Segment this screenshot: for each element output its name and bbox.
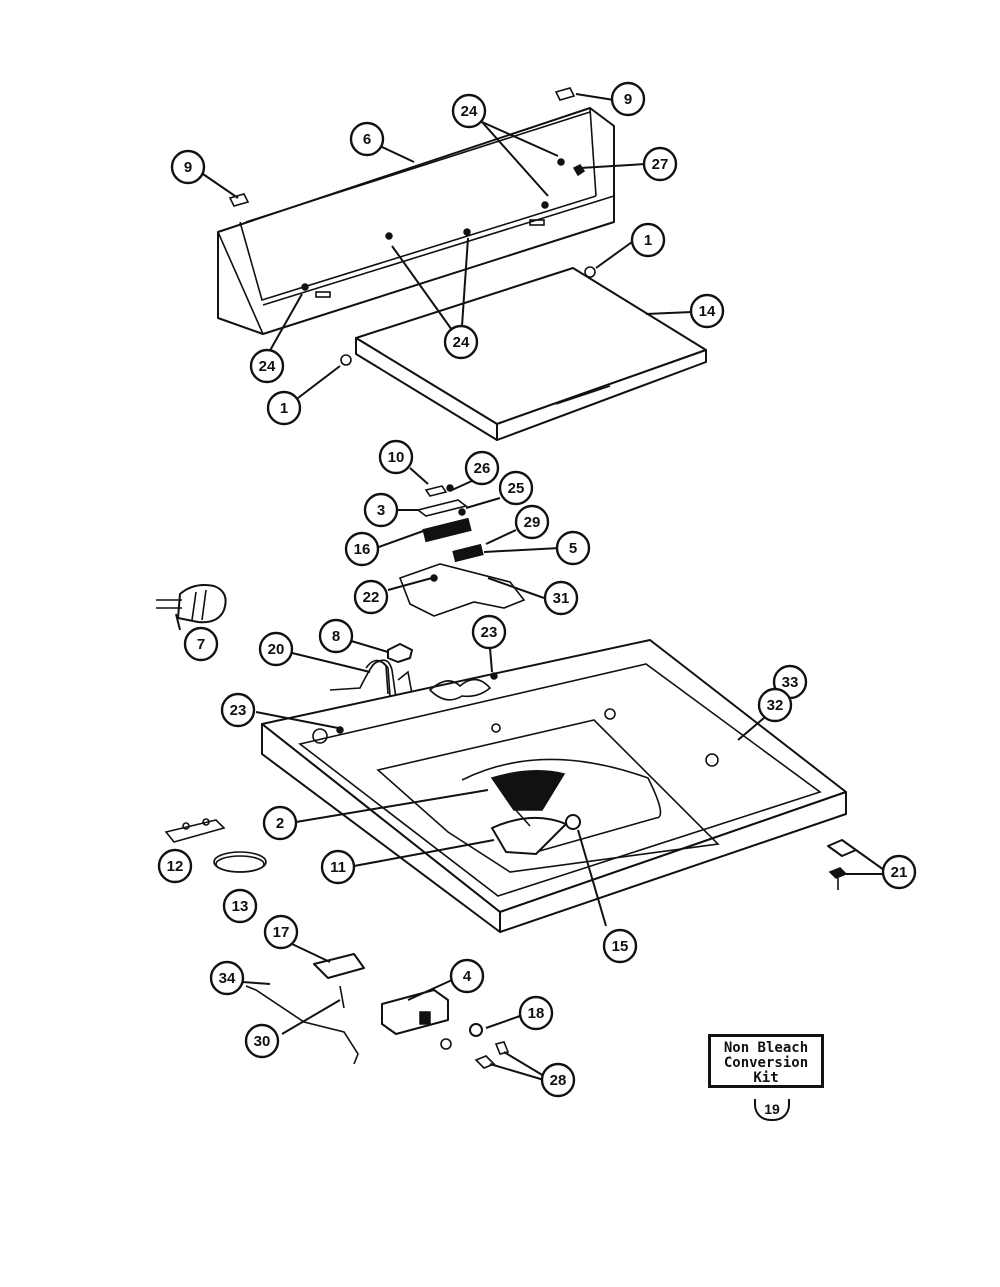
callout-9-left: 9 xyxy=(170,149,206,185)
svg-text:20: 20 xyxy=(268,641,285,658)
clip-part xyxy=(164,818,226,843)
svg-text:9: 9 xyxy=(624,91,632,108)
svg-text:24: 24 xyxy=(461,103,478,120)
callout-6: 6 xyxy=(349,121,385,157)
callout-31: 31 xyxy=(543,580,579,616)
svg-text:10: 10 xyxy=(388,449,405,466)
svg-text:29: 29 xyxy=(524,514,541,531)
callout-14: 14 xyxy=(689,293,725,329)
svg-text:7: 7 xyxy=(197,636,205,653)
leader-lines xyxy=(175,93,885,1081)
callout-27: 27 xyxy=(642,146,678,182)
switch-assembly-part xyxy=(398,484,526,617)
svg-text:18: 18 xyxy=(528,1005,545,1022)
svg-text:1: 1 xyxy=(280,400,288,417)
callout-26: 26 xyxy=(464,450,500,486)
svg-text:4: 4 xyxy=(463,968,472,985)
kit-label-line-3: Kit xyxy=(753,1070,779,1086)
svg-text:21: 21 xyxy=(891,864,908,881)
lid-part xyxy=(340,266,707,441)
bracket-screw-part xyxy=(827,839,857,890)
dispenser-part xyxy=(490,770,581,855)
svg-text:1: 1 xyxy=(644,232,652,249)
callout-23-left: 23 xyxy=(220,692,256,728)
callout-5: 5 xyxy=(555,530,591,566)
svg-text:8: 8 xyxy=(332,628,340,645)
callout-22: 22 xyxy=(353,579,389,615)
callout-28: 28 xyxy=(540,1062,576,1098)
callout-15: 15 xyxy=(602,928,638,964)
callout-25: 25 xyxy=(498,470,534,506)
ring-part xyxy=(213,851,267,873)
kit-label-box: Non Bleach Conversion Kit xyxy=(708,1034,824,1088)
kit-label-line-1: Non Bleach xyxy=(723,1040,809,1056)
callout-17: 17 xyxy=(263,914,299,950)
svg-text:3: 3 xyxy=(377,502,385,519)
callout-24-left: 24 xyxy=(249,348,285,384)
kit-label-line-2: Conversion xyxy=(723,1055,809,1071)
callout-1-right: 1 xyxy=(630,222,666,258)
callout-4: 4 xyxy=(449,958,485,994)
kit-ref-callout: 19 xyxy=(754,1099,790,1121)
svg-text:11: 11 xyxy=(330,859,346,876)
callout-13: 13 xyxy=(222,888,258,924)
svg-text:23: 23 xyxy=(230,702,247,719)
svg-text:22: 22 xyxy=(363,589,380,606)
callout-24-top: 24 xyxy=(451,93,487,129)
callout-10: 10 xyxy=(378,439,414,475)
svg-text:32: 32 xyxy=(767,697,784,714)
svg-text:26: 26 xyxy=(474,460,491,477)
svg-text:25: 25 xyxy=(508,480,525,497)
svg-text:24: 24 xyxy=(259,358,276,375)
svg-text:33: 33 xyxy=(782,674,799,691)
svg-text:15: 15 xyxy=(612,938,629,955)
svg-text:31: 31 xyxy=(553,590,570,607)
callout-21: 21 xyxy=(881,854,917,890)
svg-text:30: 30 xyxy=(254,1033,271,1050)
callout-9-right: 9 xyxy=(610,81,646,117)
callout-32: 32 xyxy=(757,687,793,723)
callout-30: 30 xyxy=(244,1023,280,1059)
callout-29: 29 xyxy=(514,504,550,540)
callout-24-center: 24 xyxy=(443,324,479,360)
power-plug-part xyxy=(156,584,227,624)
callout-7: 7 xyxy=(183,626,219,662)
lid-switch-linkage-part xyxy=(245,953,365,1065)
svg-text:27: 27 xyxy=(652,156,669,173)
svg-text:16: 16 xyxy=(354,541,371,558)
callout-23-center: 23 xyxy=(471,614,507,650)
svg-text:17: 17 xyxy=(273,924,290,941)
lid-switch-part xyxy=(381,989,510,1069)
callout-16: 16 xyxy=(344,531,380,567)
callout-2: 2 xyxy=(262,805,298,841)
callout-12: 12 xyxy=(157,848,193,884)
svg-text:12: 12 xyxy=(167,858,184,875)
callout-11: 11 xyxy=(320,849,356,885)
callout-18: 18 xyxy=(518,995,554,1031)
callout-3: 3 xyxy=(363,492,399,528)
callout-8: 8 xyxy=(318,618,354,654)
svg-text:34: 34 xyxy=(219,970,236,987)
control-panel-part xyxy=(217,87,615,335)
svg-text:2: 2 xyxy=(276,815,284,832)
svg-text:28: 28 xyxy=(550,1072,567,1089)
svg-text:13: 13 xyxy=(232,898,249,915)
callout-1-left: 1 xyxy=(266,390,302,426)
svg-text:14: 14 xyxy=(699,303,716,320)
callout-20: 20 xyxy=(258,631,294,667)
svg-text:5: 5 xyxy=(569,540,577,557)
svg-text:24: 24 xyxy=(453,334,470,351)
svg-text:9: 9 xyxy=(184,159,192,176)
svg-text:23: 23 xyxy=(481,624,498,641)
svg-text:6: 6 xyxy=(363,131,371,148)
callout-34: 34 xyxy=(209,960,245,996)
